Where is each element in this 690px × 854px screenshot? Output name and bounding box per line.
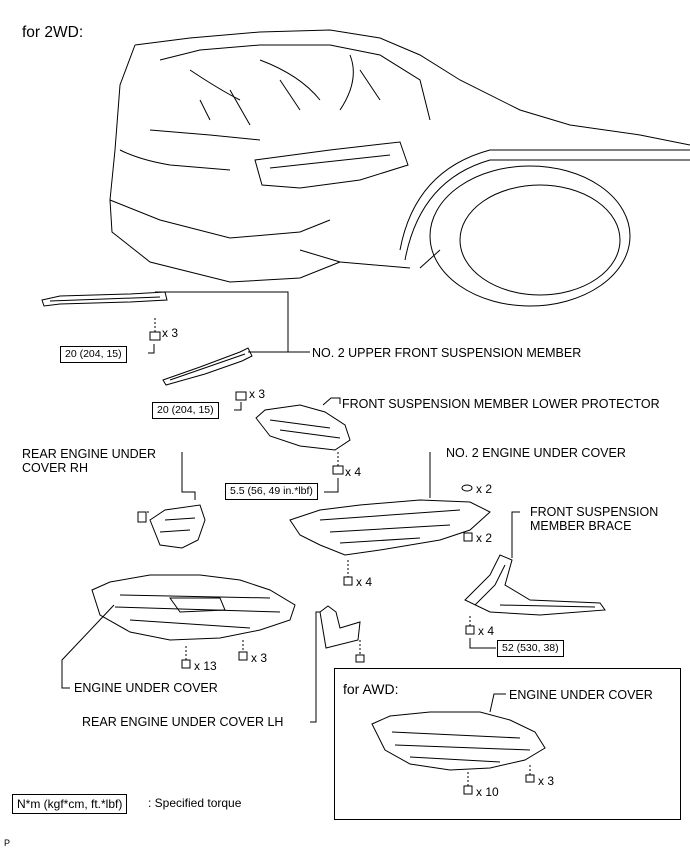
qty-awd-3: x 3 [538,774,555,788]
qty-awd-10: x 10 [476,785,499,799]
title-2wd: for 2WD: [22,24,84,41]
label-engine-under-cover: ENGINE UNDER COVER [74,681,218,695]
qty-engine-3: x 3 [251,651,268,665]
label-upper-front-member: NO. 2 UPPER FRONT SUSPENSION MEMBER [312,346,582,360]
engine-under-cover-part [91,574,296,641]
qty-protector: x 4 [345,465,362,479]
brace-part [464,554,606,616]
torque-protector: 5.5 (56, 49 in.*lbf) [225,483,318,500]
vehicle-front-illustration [109,29,690,307]
label-no2-under-cover: NO. 2 ENGINE UNDER COVER [446,446,626,460]
upper-front-member-left-part [41,291,168,307]
qty-brace: x 4 [478,624,495,638]
qty-no2-bolt: x 2 [476,531,493,545]
awd-inset-frame [334,668,681,820]
label-rear-cover-rh-2: COVER RH [22,461,88,475]
qty-member-right: x 3 [249,387,266,401]
rear-cover-rh-part [149,504,206,549]
qty-no2-clip: x 2 [476,482,493,496]
legend-torque-unit: N*m (kgf*cm, ft.*lbf) [12,794,128,814]
label-awd-engine-under-cover: ENGINE UNDER COVER [509,688,653,702]
label-brace-2: MEMBER BRACE [530,519,632,533]
torque-member-right: 20 (204, 15) [152,402,219,419]
label-rear-cover-lh: REAR ENGINE UNDER COVER LH [82,715,284,729]
qty-member-left: x 3 [162,326,179,340]
qty-engine-13: x 13 [194,659,217,673]
upper-front-member-right-part [162,347,253,386]
title-awd: for AWD: [343,681,399,697]
lower-protector-part [255,404,351,451]
torque-brace: 52 (530, 38) [497,640,564,657]
label-lower-protector: FRONT SUSPENSION MEMBER LOWER PROTECTOR [342,397,660,411]
legend-text: : Specified torque [148,796,242,810]
no2-under-cover-part [289,499,491,556]
corner-code: P [4,838,11,848]
awd-engine-under-cover-part [371,711,546,771]
label-brace-1: FRONT SUSPENSION [530,505,659,519]
torque-member-left: 20 (204, 15) [60,346,127,363]
rear-cover-lh-part [319,605,361,649]
qty-no2-bottom: x 4 [356,575,373,589]
label-rear-cover-rh-1: REAR ENGINE UNDER [22,447,157,461]
